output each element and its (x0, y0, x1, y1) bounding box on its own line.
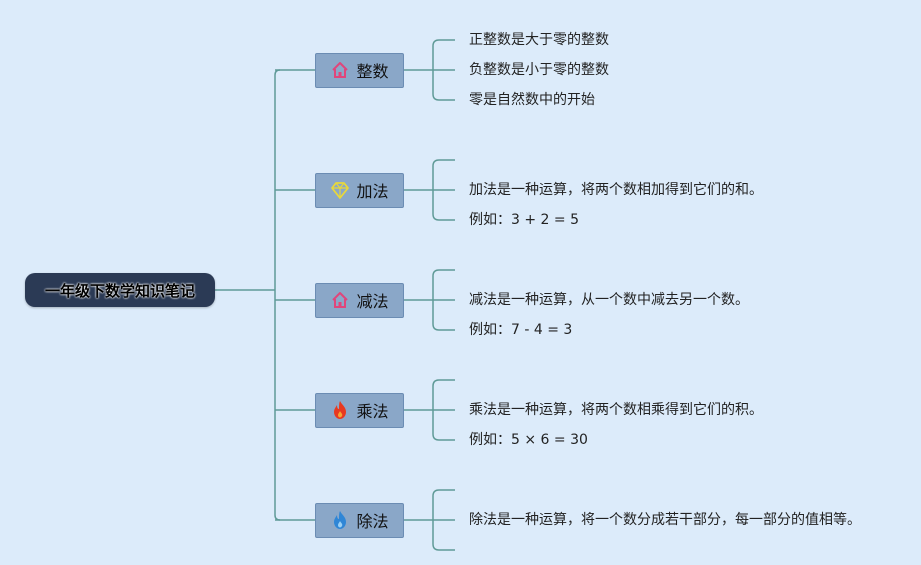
fire-icon (330, 400, 350, 420)
topic-node[interactable]: 减法 (315, 282, 404, 318)
leaf-text[interactable]: 除法是一种运算，将一个数分成若干部分，每一部分的值相等。 (469, 512, 861, 528)
leaf-bracket-top (432, 489, 440, 497)
topic-node[interactable]: 整数 (315, 52, 404, 88)
leaf-text[interactable]: 例如：5 × 6 = 30 (469, 432, 588, 448)
water-flame-icon (330, 510, 350, 530)
leaf-text[interactable]: 加法是一种运算，将两个数相加得到它们的和。 (469, 182, 763, 198)
leaf-bracket-top (432, 159, 440, 167)
diamond-icon (330, 180, 350, 200)
leaf-bracket-top (432, 269, 440, 277)
root-node[interactable]: 一年级下数学知识笔记 (25, 273, 215, 307)
leaf-text[interactable]: 正整数是大于零的整数 (469, 32, 609, 48)
house-icon (330, 60, 350, 80)
leaf-text[interactable]: 零是自然数中的开始 (469, 92, 595, 108)
leaf-bracket-bottom (432, 93, 440, 101)
topic-label: 乘法 (356, 402, 389, 421)
topic-label: 整数 (356, 62, 389, 81)
leaf-bracket-bottom (432, 433, 440, 441)
leaf-bracket-bottom (432, 543, 440, 551)
leaf-text[interactable]: 负整数是小于零的整数 (469, 62, 609, 78)
leaf-text[interactable]: 减法是一种运算，从一个数中减去另一个数。 (469, 292, 749, 308)
topic-label: 减法 (356, 292, 389, 311)
house-icon (330, 290, 350, 310)
leaf-bracket-bottom (432, 213, 440, 221)
topic-node[interactable]: 乘法 (315, 392, 404, 428)
topic-label: 除法 (356, 512, 389, 531)
leaf-bracket-bottom (432, 323, 440, 331)
leaf-text[interactable]: 乘法是一种运算，将两个数相乘得到它们的积。 (469, 402, 763, 418)
topic-node[interactable]: 加法 (315, 172, 404, 208)
topic-node[interactable]: 除法 (315, 502, 404, 538)
leaf-bracket-top (432, 379, 440, 387)
leaf-bracket-top (432, 39, 440, 47)
topic-label: 加法 (356, 182, 389, 201)
leaf-text[interactable]: 例如：7 - 4 = 3 (469, 322, 573, 338)
leaf-text[interactable]: 例如：3 + 2 = 5 (469, 212, 579, 228)
